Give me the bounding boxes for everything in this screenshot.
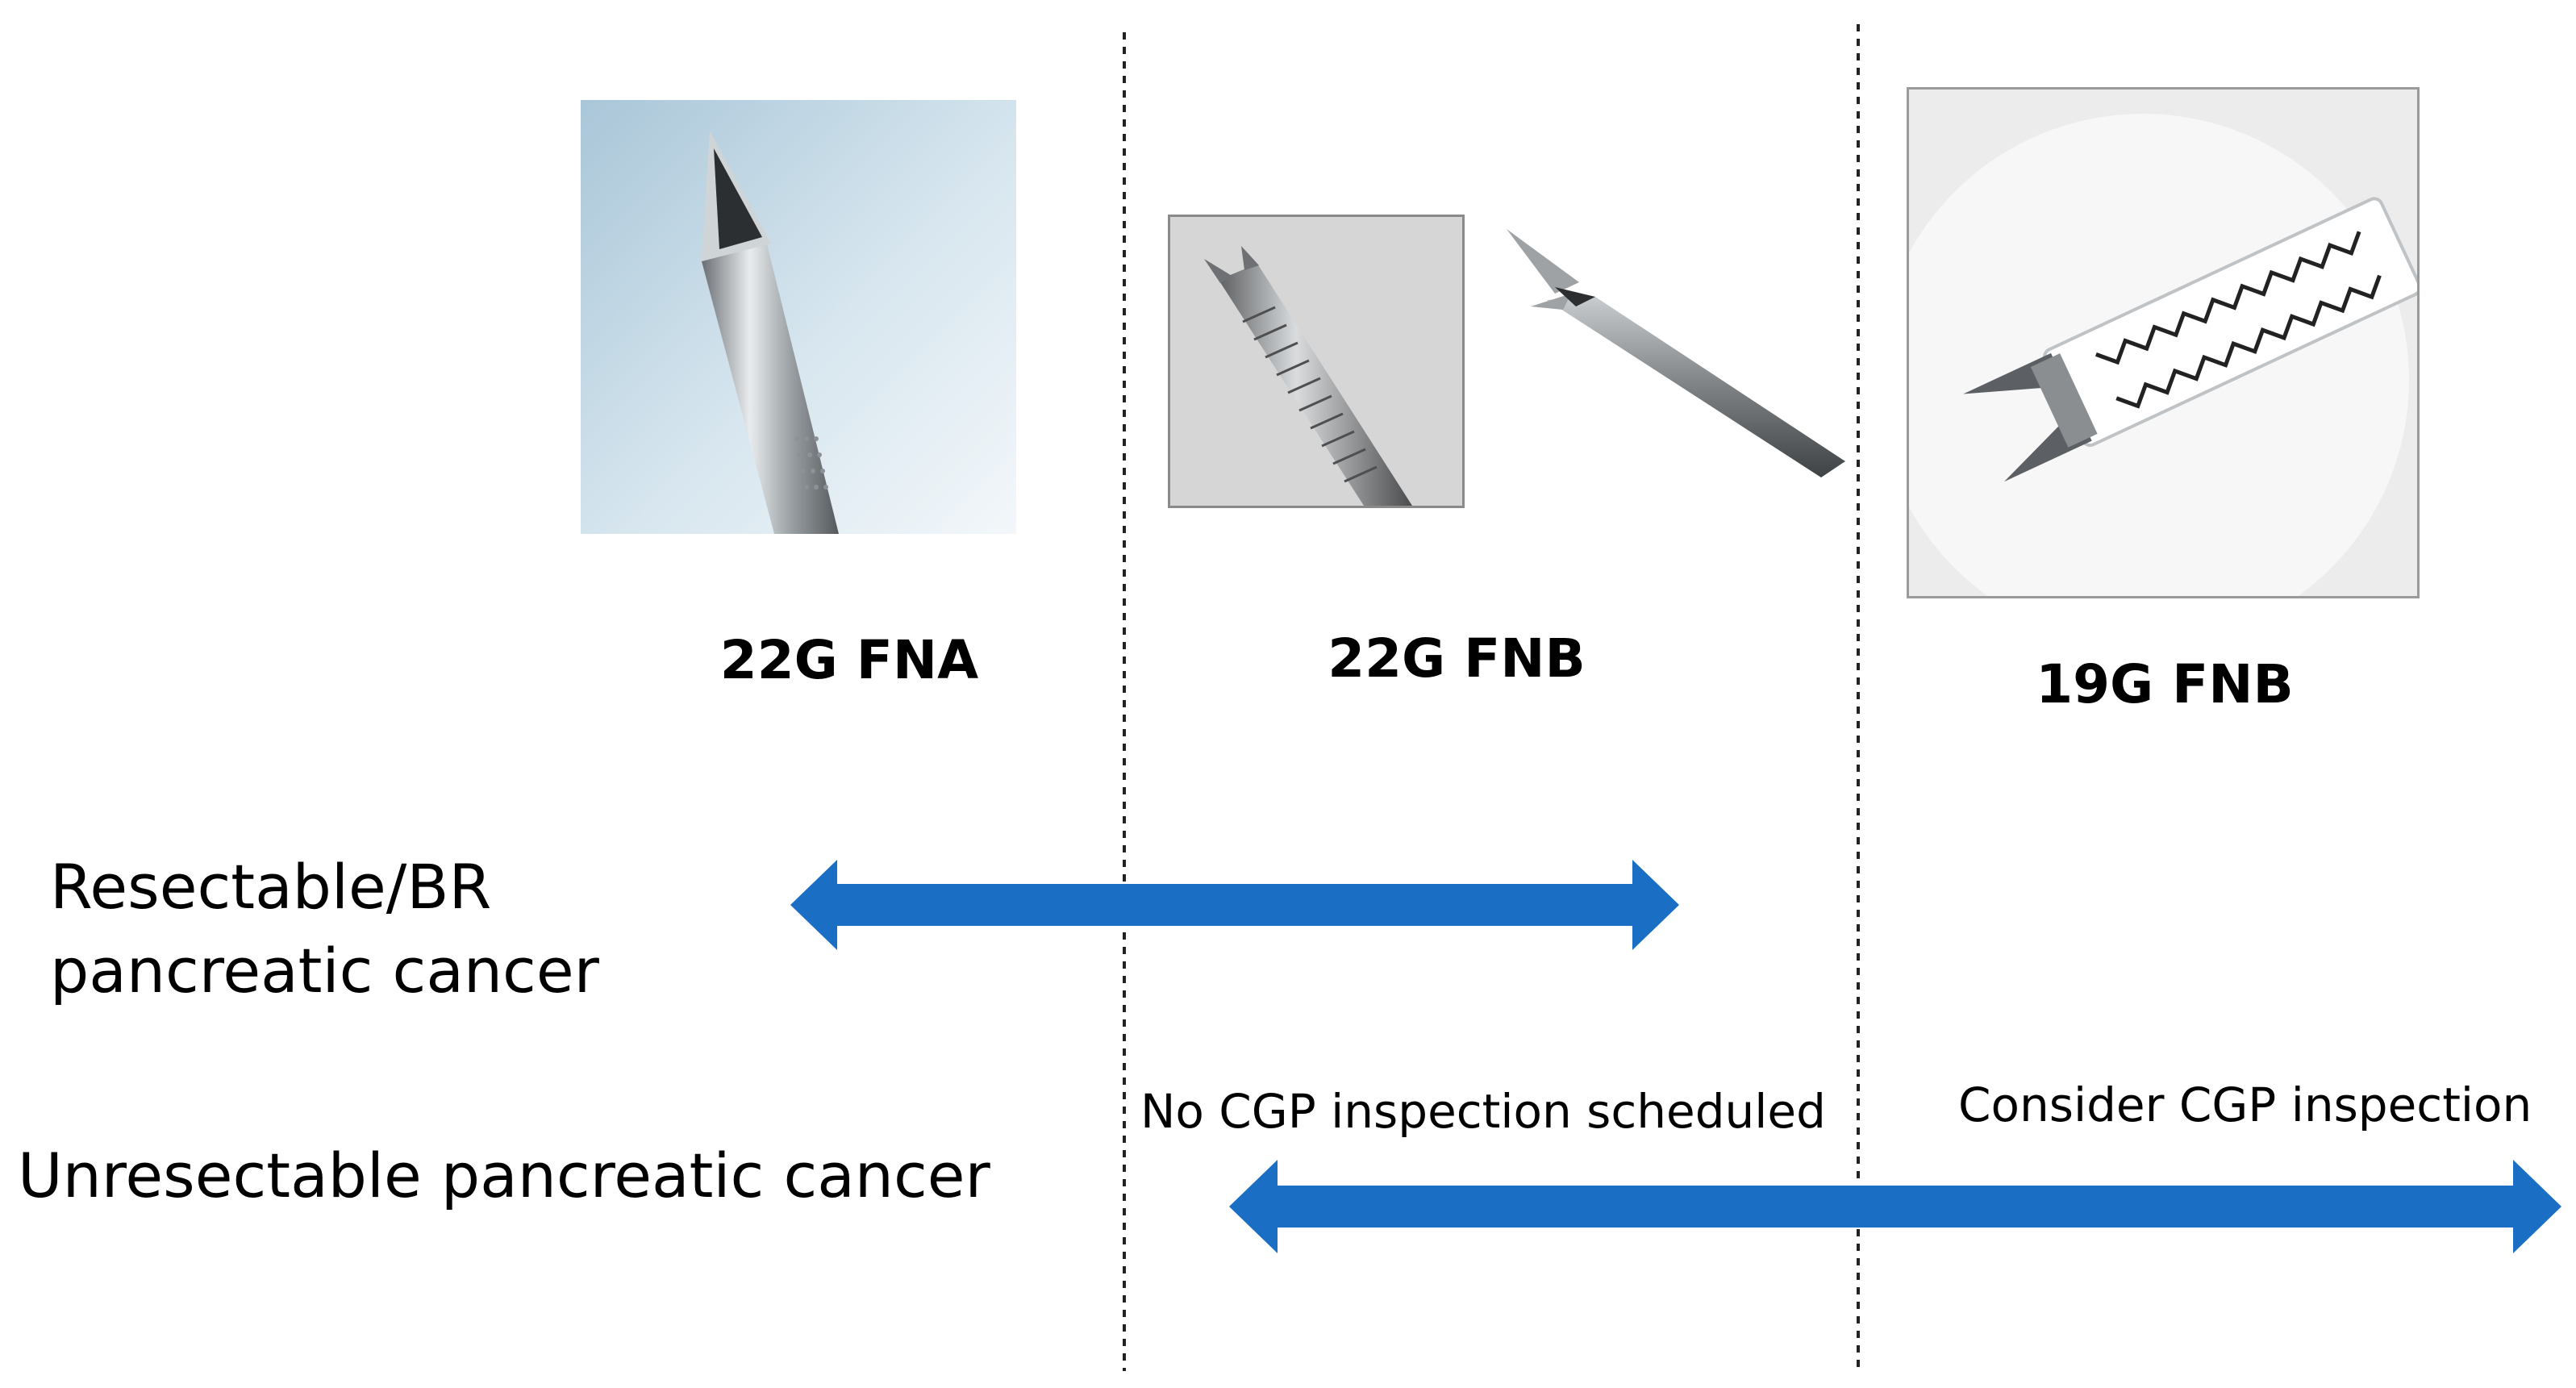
fnb-needle-alt-icon (1507, 229, 1845, 477)
resectable-range-arrow (790, 860, 1679, 950)
needle-photo-22g-fna (581, 100, 1016, 534)
row-label-resectable: Resectable/BR pancreatic cancer (50, 845, 599, 1013)
fnb-19g-needle-icon (1909, 114, 2417, 596)
needle-photo-19g-fnb (1907, 87, 2420, 598)
note-no-cgp: No CGP inspection scheduled (1140, 1084, 1826, 1139)
fnb-needle-icon (1204, 246, 1412, 506)
note-consider-cgp: Consider CGP inspection (1958, 1077, 2532, 1132)
needle-label-22g-fnb: 22G FNB (1328, 627, 1586, 690)
needle-label-22g-fna: 22G FNA (719, 629, 979, 691)
row-label-unresectable: Unresectable pancreatic cancer (18, 1140, 990, 1211)
needle-photo-22g-fnb-b (1498, 219, 1853, 486)
needle-label-19g-fnb: 19G FNB (2036, 653, 2294, 715)
row-label-resectable-line1: Resectable/BR (50, 851, 492, 923)
fna-needle-icon (702, 131, 839, 534)
unresectable-range-arrow (1229, 1160, 2561, 1253)
row-label-resectable-line2: pancreatic cancer (50, 935, 599, 1007)
needle-photo-22g-fnb-a (1168, 215, 1465, 508)
